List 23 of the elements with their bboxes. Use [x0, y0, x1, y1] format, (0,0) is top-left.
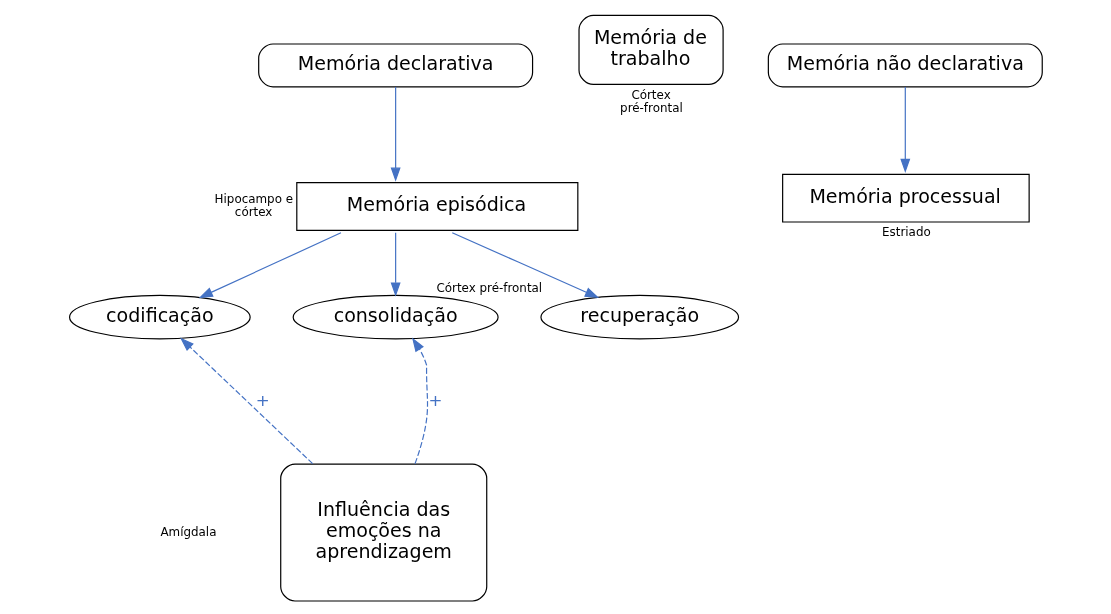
node-label: Hipocampo e córtex [214, 191, 293, 220]
arrow [390, 86, 401, 182]
arrow [390, 232, 401, 297]
edge-label: + [428, 390, 443, 410]
arrow [451, 232, 599, 298]
node-box: Memória de trabalho [577, 14, 724, 86]
node-ellipse: recuperação [539, 294, 739, 340]
arrow [179, 337, 313, 465]
node-box: Memória declarativa [257, 43, 533, 88]
node-label: Córtex pré-frontal [619, 87, 683, 115]
node-box: Memória episódica [295, 182, 578, 231]
node-box: Memória não declarativa [767, 43, 1043, 88]
node-label: Estriado [881, 225, 931, 240]
label: Amígdala [159, 524, 216, 539]
node-box: Influência das emoções na aprendizagem [279, 463, 487, 602]
arrow [899, 86, 910, 174]
node-ellipse: consolidação [292, 294, 499, 340]
node-box: Memória processual [781, 173, 1030, 223]
edge-label: + [255, 390, 270, 410]
node-label: Córtex pré-frontal [435, 280, 542, 295]
arrow [198, 232, 342, 299]
node-ellipse: codificação [68, 294, 251, 340]
arrow [411, 337, 428, 465]
